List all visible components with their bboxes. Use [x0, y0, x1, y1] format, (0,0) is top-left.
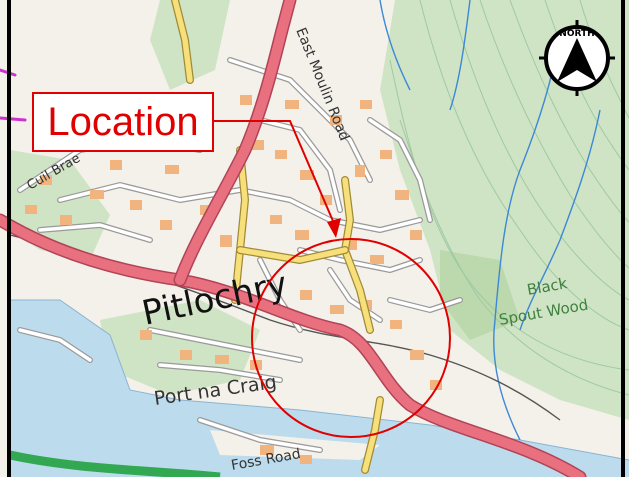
location-circle	[251, 238, 451, 438]
minor-roads	[171, 0, 384, 474]
north-label: NORTH	[559, 29, 594, 39]
green-route	[9, 450, 221, 477]
main-roads	[0, 0, 587, 477]
callout-pointer	[214, 120, 341, 238]
north-arrow-icon: NORTH	[539, 20, 615, 96]
location-callout: Location	[32, 92, 214, 152]
contour-lines	[389, 0, 629, 396]
buildings	[25, 95, 442, 464]
streams	[379, 0, 601, 441]
location-callout-label: Location	[47, 100, 199, 144]
